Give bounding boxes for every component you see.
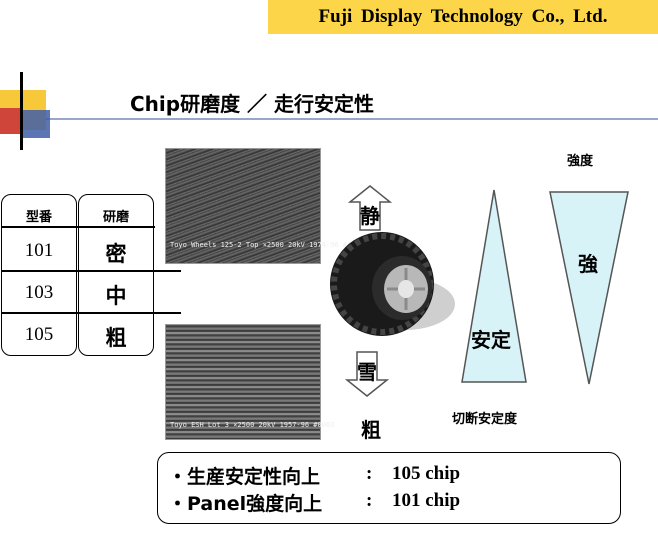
company-name: Fuji Display Technology Co., Ltd. <box>318 6 608 27</box>
table-row-model: 101 <box>24 240 54 261</box>
down-arrow-label: 雪 <box>357 360 377 384</box>
table-row-model: 103 <box>24 282 54 303</box>
table-header-grade: 研磨 <box>102 210 129 225</box>
strength-title: 強度 <box>567 154 594 169</box>
summary-value: 101 chip <box>392 490 461 511</box>
coarse-label: 粗 <box>361 418 381 442</box>
photo-caption: Toyo ESH Lot 3 ×2500 20kV 1957-96 #0003 <box>170 421 335 429</box>
summary-separator: : <box>366 490 373 511</box>
up-arrow-icon <box>348 185 392 231</box>
down-arrow-icon <box>345 351 389 397</box>
logo-red-block <box>0 108 20 134</box>
tire-icon <box>330 232 455 336</box>
table-row-grade: 粗 <box>105 326 127 350</box>
table-header-divider <box>1 226 155 228</box>
table-header-model: 型番 <box>25 210 52 225</box>
strength-triangle <box>549 191 629 385</box>
photo-caption: Toyo Wheels 125-2 Top ×2500 20kV 1974-96… <box>170 241 364 249</box>
summary-value: 105 chip <box>392 463 461 484</box>
cut-stability-triangle <box>461 189 527 383</box>
summary-box <box>157 452 621 524</box>
logo-blue-block <box>20 110 50 138</box>
table-row-divider <box>1 270 181 272</box>
table-grade-column <box>78 194 154 356</box>
summary-label: ・生産安定性向上 <box>168 466 321 488</box>
table-row-model: 105 <box>24 324 54 345</box>
table-row-divider <box>1 312 181 314</box>
summary-separator: : <box>366 463 373 484</box>
table-row-grade: 密 <box>105 242 127 266</box>
slide-title: Chip研磨度 ／ 走行安定性 <box>130 92 375 116</box>
sem-photo-coarse: Toyo ESH Lot 3 ×2500 20kV 1957-96 #0003 <box>165 324 334 440</box>
logo-vertical-bar <box>20 72 23 150</box>
summary-label: ・Panel強度向上 <box>168 493 323 515</box>
sem-photo-fine: Toyo Wheels 125-2 Top ×2500 20kV 1974-96… <box>165 148 364 264</box>
table-model-column <box>1 194 77 356</box>
cut-stability-label: 安定 <box>471 328 511 352</box>
company-banner: Fuji Display Technology Co., Ltd. <box>268 0 658 34</box>
up-arrow-label: 静 <box>360 204 380 228</box>
strength-label: 強 <box>578 252 598 276</box>
summary-line-strength: ・Panel強度向上 <box>168 489 322 516</box>
summary-line-production: ・生産安定性向上 <box>168 462 320 489</box>
cut-stability-caption: 切断安定度 <box>452 412 518 427</box>
table-row-grade: 中 <box>105 284 127 308</box>
title-underline <box>0 118 658 120</box>
